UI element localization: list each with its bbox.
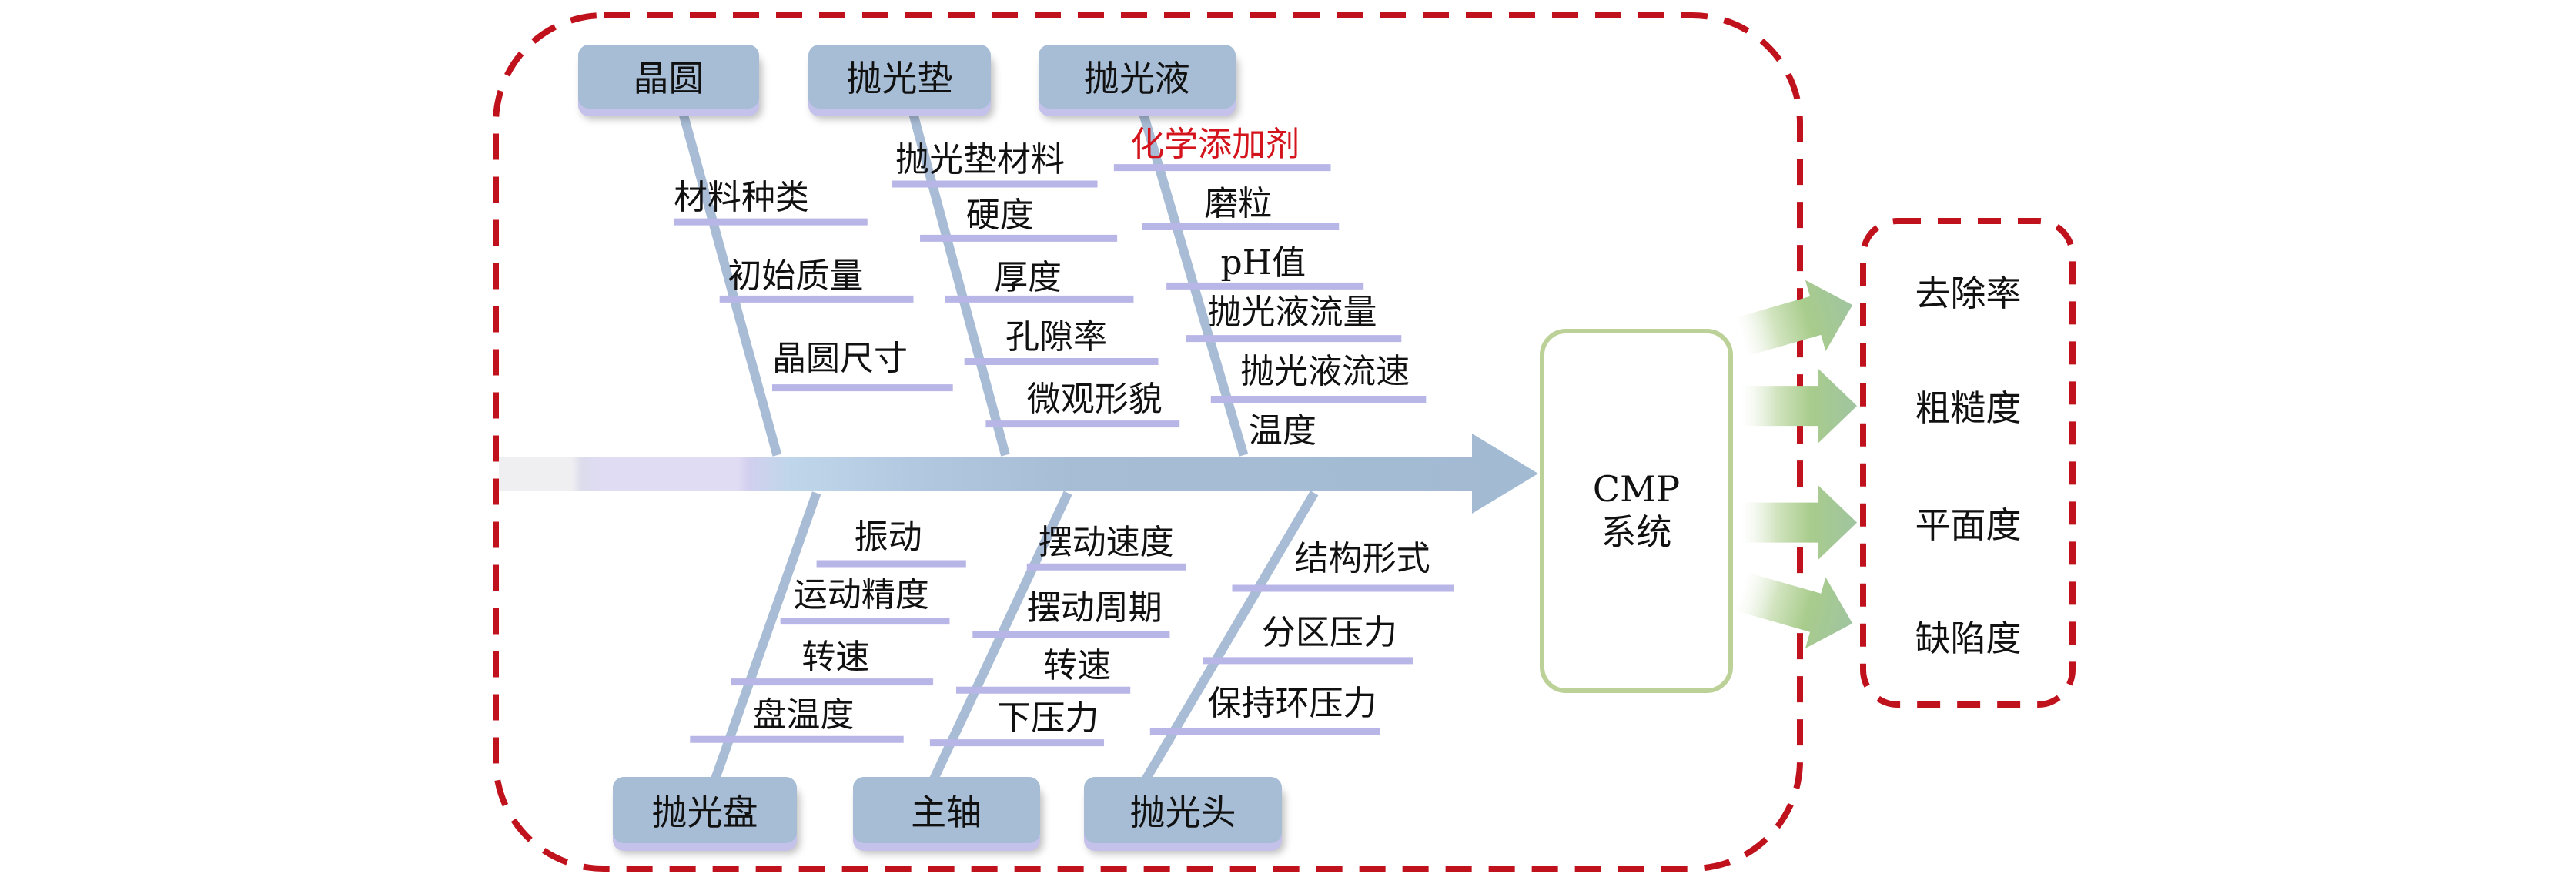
factor-label: 抛光液流量 — [1207, 293, 1377, 333]
factor-label: 材料种类 — [673, 177, 809, 217]
bone-line — [710, 491, 821, 782]
category-box: 抛光盘 — [612, 777, 797, 843]
output-metric: 粗糙度 — [1915, 387, 2022, 430]
causes-dashed-border — [493, 12, 1803, 872]
output-arrow — [1735, 572, 1853, 648]
output-arrow — [1741, 485, 1858, 560]
factor-label: 初始质量 — [728, 256, 864, 296]
spine-arrow — [499, 434, 1538, 514]
output-arrow — [1735, 280, 1853, 357]
factor-label: 摆动周期 — [1026, 588, 1163, 628]
output-metric: 缺陷度 — [1915, 617, 2022, 659]
factor-label: 保持环压力 — [1207, 684, 1377, 723]
output-arrow — [1741, 369, 1858, 444]
outputs-dashed-border — [1860, 218, 2076, 708]
category-box: 抛光垫 — [808, 44, 991, 109]
cmp-label: CMP — [1592, 468, 1681, 511]
bone-line — [677, 107, 782, 457]
factor-label: 抛光液流速 — [1240, 351, 1410, 391]
factor-label: 抛光垫材料 — [895, 139, 1066, 179]
bone-line — [907, 107, 1010, 457]
system-label: 系统 — [1601, 511, 1672, 553]
factor-label: 硬度 — [965, 196, 1034, 236]
factor-label: 盘温度 — [752, 695, 855, 735]
output-metric: 平面度 — [1915, 504, 2022, 546]
factor-label: pH值 — [1220, 243, 1306, 283]
category-box: 晶圆 — [578, 44, 759, 109]
factor-label: 磨粒 — [1204, 184, 1273, 224]
factor-label: 摆动速度 — [1038, 522, 1174, 562]
category-box: 抛光头 — [1084, 777, 1282, 843]
cmp-system-box: CMP 系统 — [1540, 329, 1733, 693]
factor-label: 下压力 — [997, 698, 1099, 738]
factor-label: 分区压力 — [1261, 613, 1397, 653]
factor-label: 孔隙率 — [1005, 317, 1107, 357]
factor-label: 晶圆尺寸 — [771, 338, 908, 378]
factor-label: 振动 — [854, 517, 922, 557]
category-box: 主轴 — [852, 777, 1040, 843]
category-box: 抛光液 — [1038, 44, 1236, 109]
factor-label: 微观形貌 — [1026, 380, 1163, 420]
factor-label: 结构形式 — [1294, 539, 1430, 579]
factor-label: 转速 — [1043, 645, 1112, 685]
factor-label: 温度 — [1248, 410, 1316, 450]
factor-label: 运动精度 — [793, 575, 929, 615]
output-metric: 去除率 — [1915, 272, 2022, 314]
factor-label: 化学添加剂 — [1130, 125, 1300, 165]
factor-label: 厚度 — [994, 258, 1062, 298]
factor-label: 转速 — [801, 638, 870, 678]
